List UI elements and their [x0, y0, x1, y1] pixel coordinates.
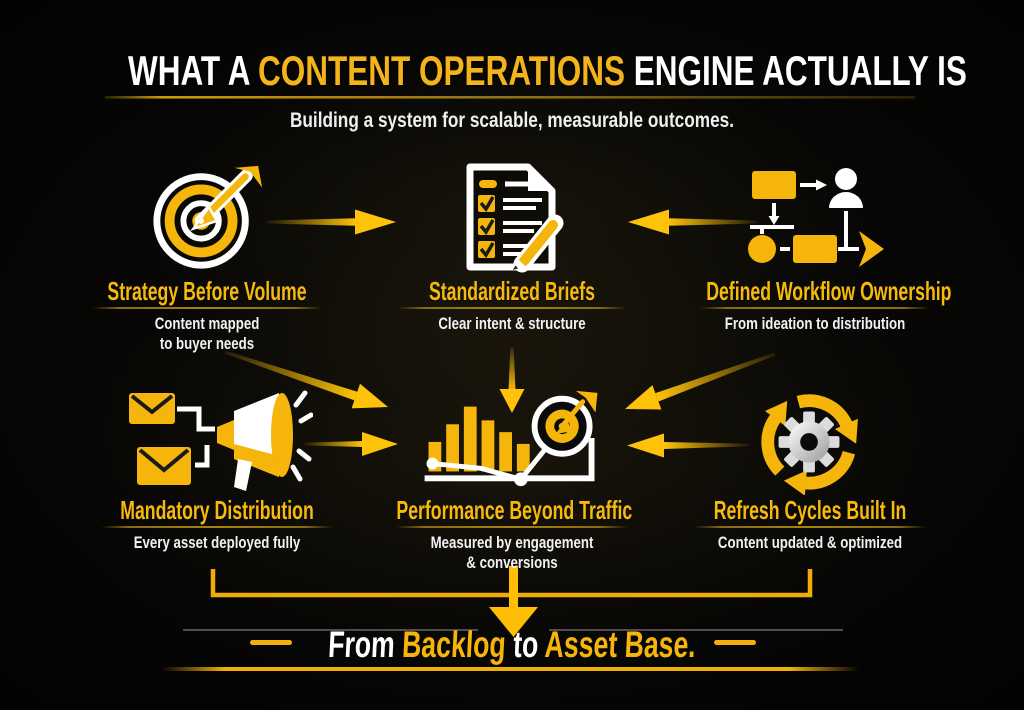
megaphone-icon: [47, 385, 387, 495]
footer-text-backlog: Backlog: [401, 624, 507, 665]
node-subtitle-line: Content updated & optimized: [717, 533, 903, 552]
title-prefix: WHAT A: [128, 47, 259, 94]
node-strategy: Strategy Before Volume Content mapped to…: [47, 158, 367, 354]
node-title-underline: [91, 307, 323, 309]
node-distribution: Mandatory Distribution Every asset deplo…: [47, 385, 387, 553]
refresh-gear-icon: [640, 385, 980, 495]
document-checklist-icon: [352, 158, 672, 276]
title-suffix: ENGINE ACTUALLY IS: [624, 47, 967, 94]
page-subtitle: Building a system for scalable, measurab…: [289, 109, 735, 132]
node-title: Performance Beyond Traffic: [396, 495, 633, 525]
node-title: Standardized Briefs: [428, 276, 596, 306]
node-title-underline: [101, 526, 333, 528]
node-subtitle-line: Measured by engagement: [430, 533, 594, 552]
footer-tagline: From Backlog to Asset Base.: [142, 624, 881, 665]
node-refresh: Refresh Cycles Built In Content updated …: [640, 385, 980, 553]
footer-text-from: From: [327, 624, 404, 665]
node-subtitle-line: Clear intent & structure: [438, 314, 586, 333]
node-title: Refresh Cycles Built In: [713, 495, 907, 525]
node-title: Mandatory Distribution: [120, 495, 314, 525]
footer-text-to: to: [504, 624, 546, 665]
chart-target-icon: [342, 385, 682, 495]
node-subtitle-line: From ideation to distribution: [724, 314, 906, 333]
footer-text-asset-base: Asset Base.: [543, 624, 697, 665]
page-title: WHAT A CONTENT OPERATIONS ENGINE ACTUALL…: [128, 47, 967, 95]
workflow-person-icon: [655, 158, 975, 276]
node-title-underline: [694, 526, 926, 528]
node-workflow: Defined Workflow Ownership From ideation…: [655, 158, 975, 334]
header-underline: [105, 96, 915, 99]
node-subtitle-line: Content mapped: [154, 314, 260, 333]
node-title-underline: [396, 526, 628, 528]
node-subtitle-line: & conversions: [466, 553, 558, 572]
node-briefs: Standardized Briefs Clear intent & struc…: [352, 158, 672, 334]
node-title: Strategy Before Volume: [107, 276, 307, 306]
node-performance: Performance Beyond Traffic Measured by e…: [342, 385, 682, 573]
node-title-underline: [396, 307, 628, 309]
footer-underline: [162, 667, 859, 671]
node-title-underline: [699, 307, 931, 309]
title-highlight: CONTENT OPERATIONS: [258, 47, 625, 94]
node-subtitle-line: Every asset deployed fully: [133, 533, 301, 552]
target-dart-icon: [47, 158, 367, 276]
node-title: Defined Workflow Ownership: [706, 276, 952, 306]
node-subtitle-line: to buyer needs: [159, 334, 255, 353]
